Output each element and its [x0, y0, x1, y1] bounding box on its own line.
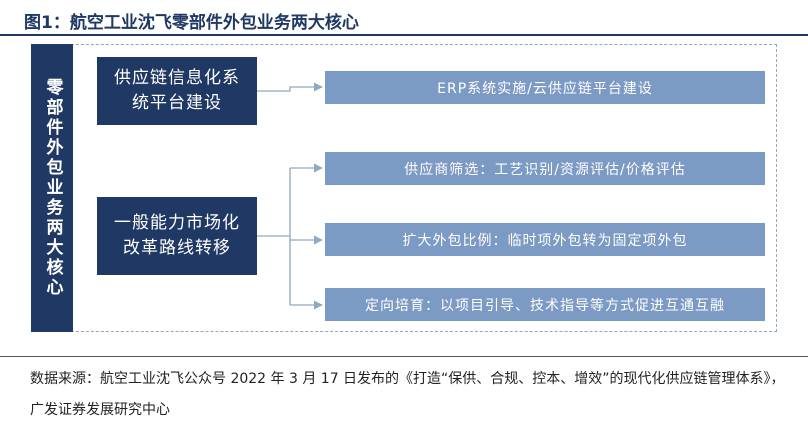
core-label-market-reform: 一般能力市场化改革路线转移: [114, 212, 240, 259]
item-label-supplier-screening: 供应商筛选：工艺识别/资源评估/价格评估: [404, 161, 686, 178]
item-label-expand-outsourcing: 扩大外包比例：临时项外包转为固定项外包: [402, 232, 688, 249]
item-label-erp: ERP系统实施/云供应链平台建设: [437, 80, 653, 97]
source-rule: [0, 356, 808, 357]
item-box-expand-outsourcing: 扩大外包比例：临时项外包转为固定项外包: [325, 223, 765, 256]
core-label-info-system: 供应链信息化系统平台建设: [114, 67, 240, 114]
figure-title: 图1：航空工业沈飞零部件外包业务两大核心: [24, 13, 359, 33]
core-box-market-reform: 一般能力市场化改革路线转移: [97, 197, 257, 275]
source-note: 数据来源：航空工业沈飞公众号 2022 年 3 月 17 日发布的《打造“保供、…: [30, 371, 785, 418]
item-box-targeted-cultivation: 定向培育：以项目引导、技术指导等方式促进互通互融: [325, 288, 765, 321]
core-box-info-system: 供应链信息化系统平台建设: [97, 57, 257, 125]
side-label: 零部件外包业务两大核心: [42, 78, 63, 298]
side-label-box: 零部件外包业务两大核心: [31, 44, 73, 332]
arrow-info-system: [257, 82, 323, 92]
item-label-targeted-cultivation: 定向培育：以项目引导、技术指导等方式促进互通互融: [365, 297, 725, 314]
item-box-erp: ERP系统实施/云供应链平台建设: [325, 71, 765, 104]
title-rule: [0, 34, 808, 36]
item-box-supplier-screening: 供应商筛选：工艺识别/资源评估/价格评估: [325, 152, 765, 185]
